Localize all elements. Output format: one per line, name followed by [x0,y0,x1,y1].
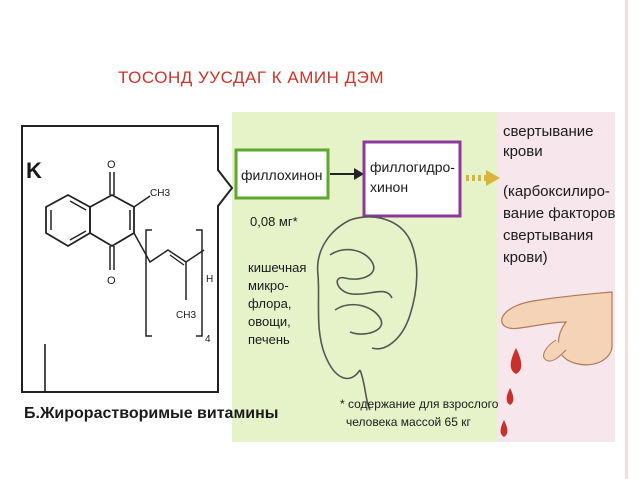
oxygen-top-label: O [107,159,116,171]
sources-line-3: флора, [248,296,291,311]
side-chain [133,232,205,264]
function-line-6: крови) [503,249,548,266]
hand-illustration [501,291,613,366]
oxygen-bottom-label: O [107,275,116,287]
pink-band [497,112,615,442]
blood-drop-1 [510,348,522,374]
slide-title: Тосонд уусдаг К амин дэм [118,68,385,87]
footnote-line-2: человека массой 65 кг [346,415,471,429]
function-line-2: крови [503,143,543,160]
dose-label: 0,08 мг* [250,214,298,229]
repeat-count: 4 [205,334,211,345]
phylloquinone-box [234,148,330,200]
intestine-illustration [316,216,418,411]
function-line-3: (карбоксилиро- [503,183,610,200]
figure-caption: Б.Жирорастворимые витамины [24,405,278,422]
footnote-line-1: * содержание для взрослого [340,397,499,411]
blood-drop-3 [500,420,508,437]
sources-line-2: микро- [248,278,289,293]
hydrogen-label: H [206,274,213,285]
phyllohydroquinone-line2: хинон [370,179,408,195]
phyllohydroquinone-line1: филлогидро- [370,159,455,175]
vitamin-letter: K [26,158,42,183]
blood-drop-2 [506,388,514,405]
structure-frame [21,125,234,393]
methyl-ring-label: CH3 [150,188,170,199]
left-bracket [145,229,152,337]
phylloquinone-label: филлохинон [241,167,323,183]
methyl-chain-label: CH3 [176,310,196,321]
sources-line-1: кишечная [248,260,306,275]
sources-line-5: печень [248,332,290,347]
slide-border-right [625,0,628,479]
right-bracket [196,229,203,337]
phyllohydroquinone-box [362,140,462,218]
function-line-1: свертывание [503,123,593,140]
function-line-4: вание факторов [503,205,615,222]
sources-line-4: овощи, [248,314,291,329]
function-line-5: свертывания [503,227,593,244]
